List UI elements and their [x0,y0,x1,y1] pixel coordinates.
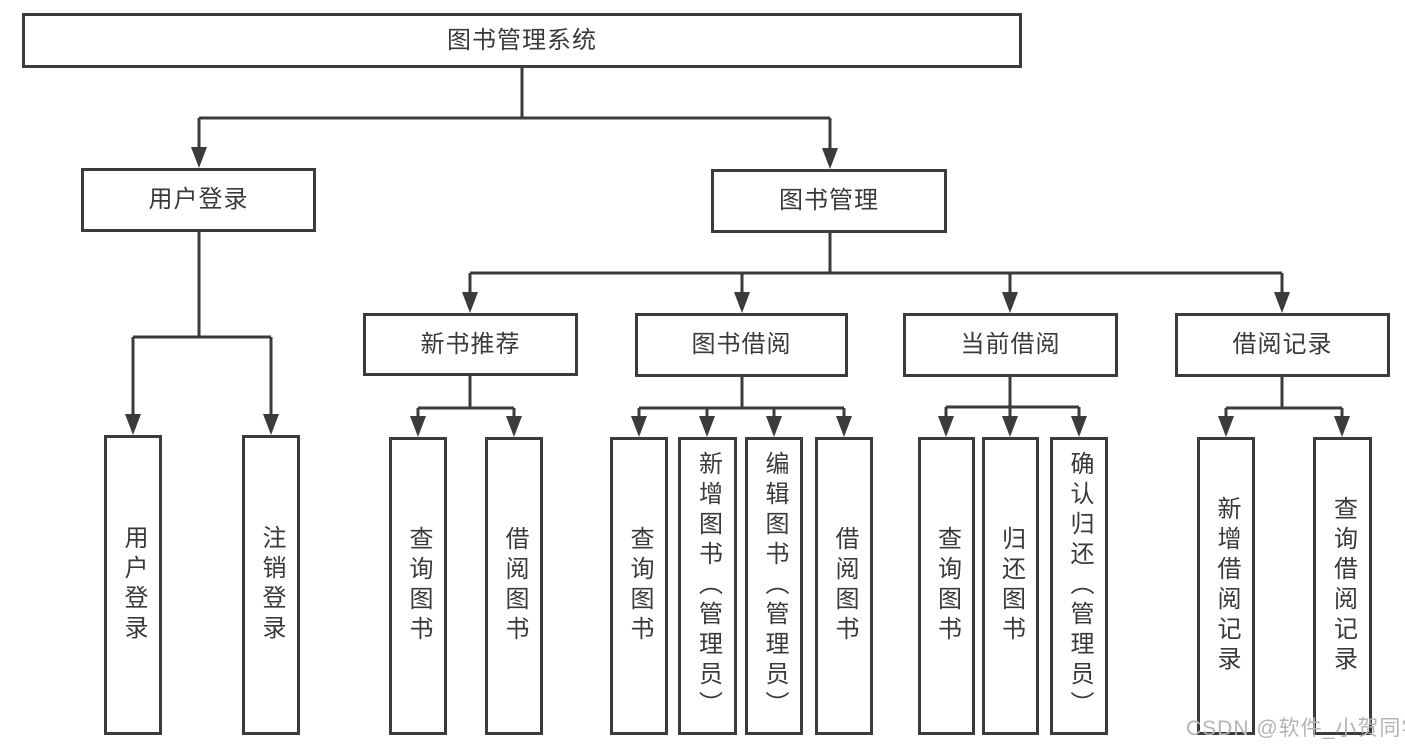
node-new-books: 新书推荐 [363,313,578,376]
node-br-add-record: 新增借阅记录 [1197,437,1255,735]
node-cb-return-books: 归还图书 [982,437,1039,735]
node-book-borrow: 图书借阅 [635,313,848,377]
node-cb-confirm-return: 确认归还（管理员） [1050,437,1108,735]
node-ul-logout: 注销登录 [242,435,300,735]
node-book-mgmt: 图书管理 [711,169,947,233]
node-borrow-records: 借阅记录 [1175,313,1390,377]
node-cb-query-books: 查询图书 [918,437,975,735]
node-root: 图书管理系统 [22,13,1022,68]
csdn-watermark: CSDN @软件_小贺同学 [1186,717,1405,740]
node-ul-login: 用户登录 [104,435,162,735]
node-nb-borrow-books: 借阅图书 [485,437,543,735]
node-bb-borrow-books: 借阅图书 [815,437,873,735]
node-br-query-record: 查询借阅记录 [1313,437,1372,735]
node-bb-add-books: 新增图书（管理员） [678,437,737,735]
node-bb-edit-books: 编辑图书（管理员） [745,437,803,735]
node-bb-query-books: 查询图书 [610,437,668,735]
node-current-borrow: 当前借阅 [903,313,1118,377]
node-user-login: 用户登录 [81,168,316,232]
arrowheads [125,147,1350,437]
node-nb-query-books: 查询图书 [389,437,447,735]
